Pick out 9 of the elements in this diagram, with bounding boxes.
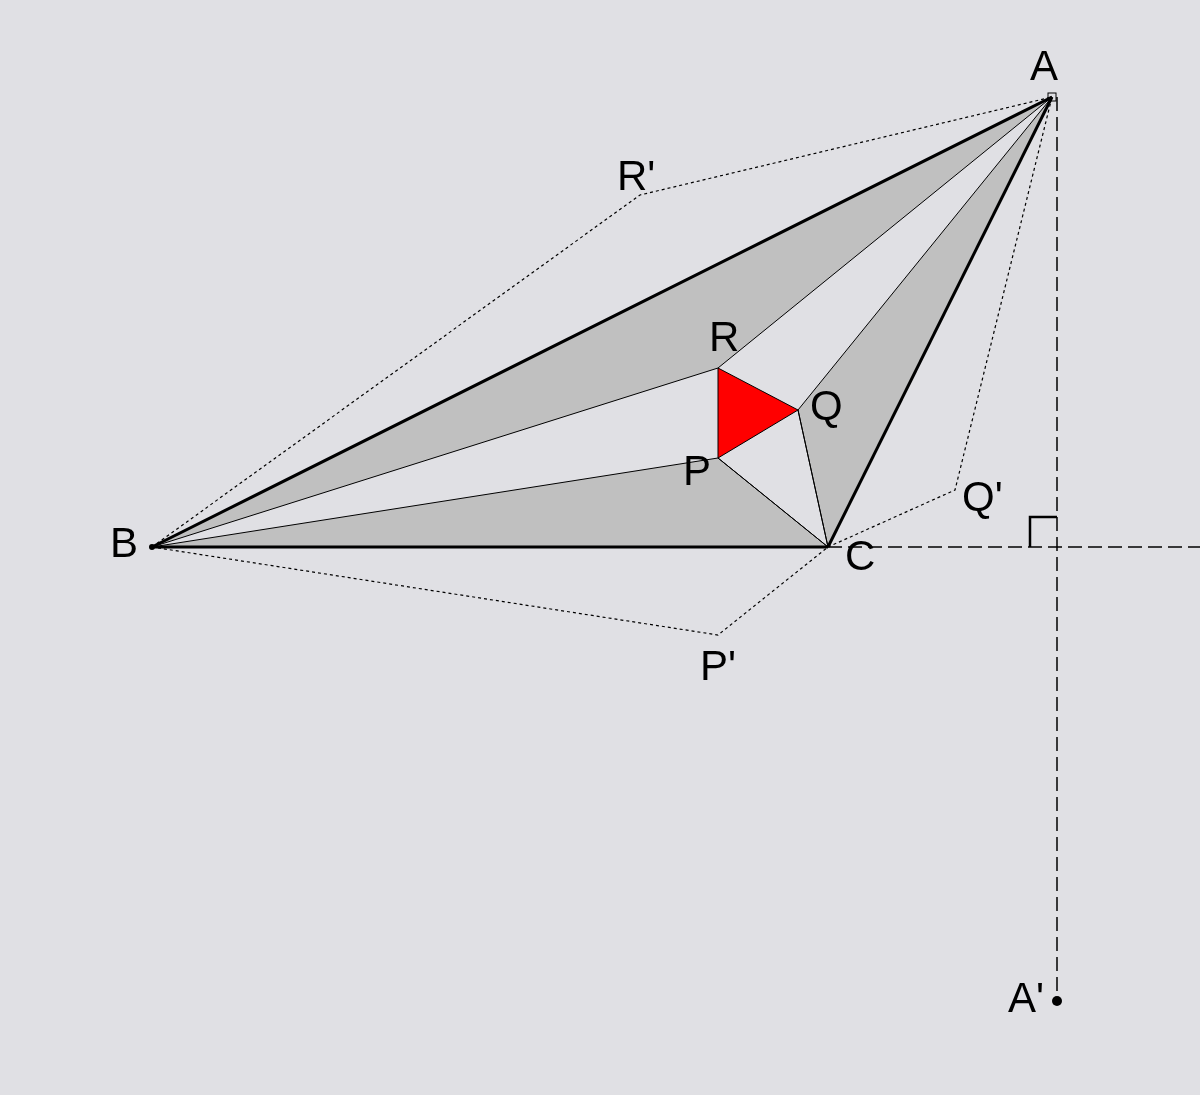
point-label: P' [700, 645, 737, 687]
point-label: R' [617, 155, 656, 197]
point-label: Q' [962, 476, 1003, 518]
point-label: A' [1008, 977, 1045, 1019]
point-label: R [709, 316, 740, 358]
point-label: Q [810, 385, 843, 427]
point-label: P [683, 450, 711, 492]
point-label: A [1030, 45, 1058, 87]
point-label: B [110, 522, 138, 564]
